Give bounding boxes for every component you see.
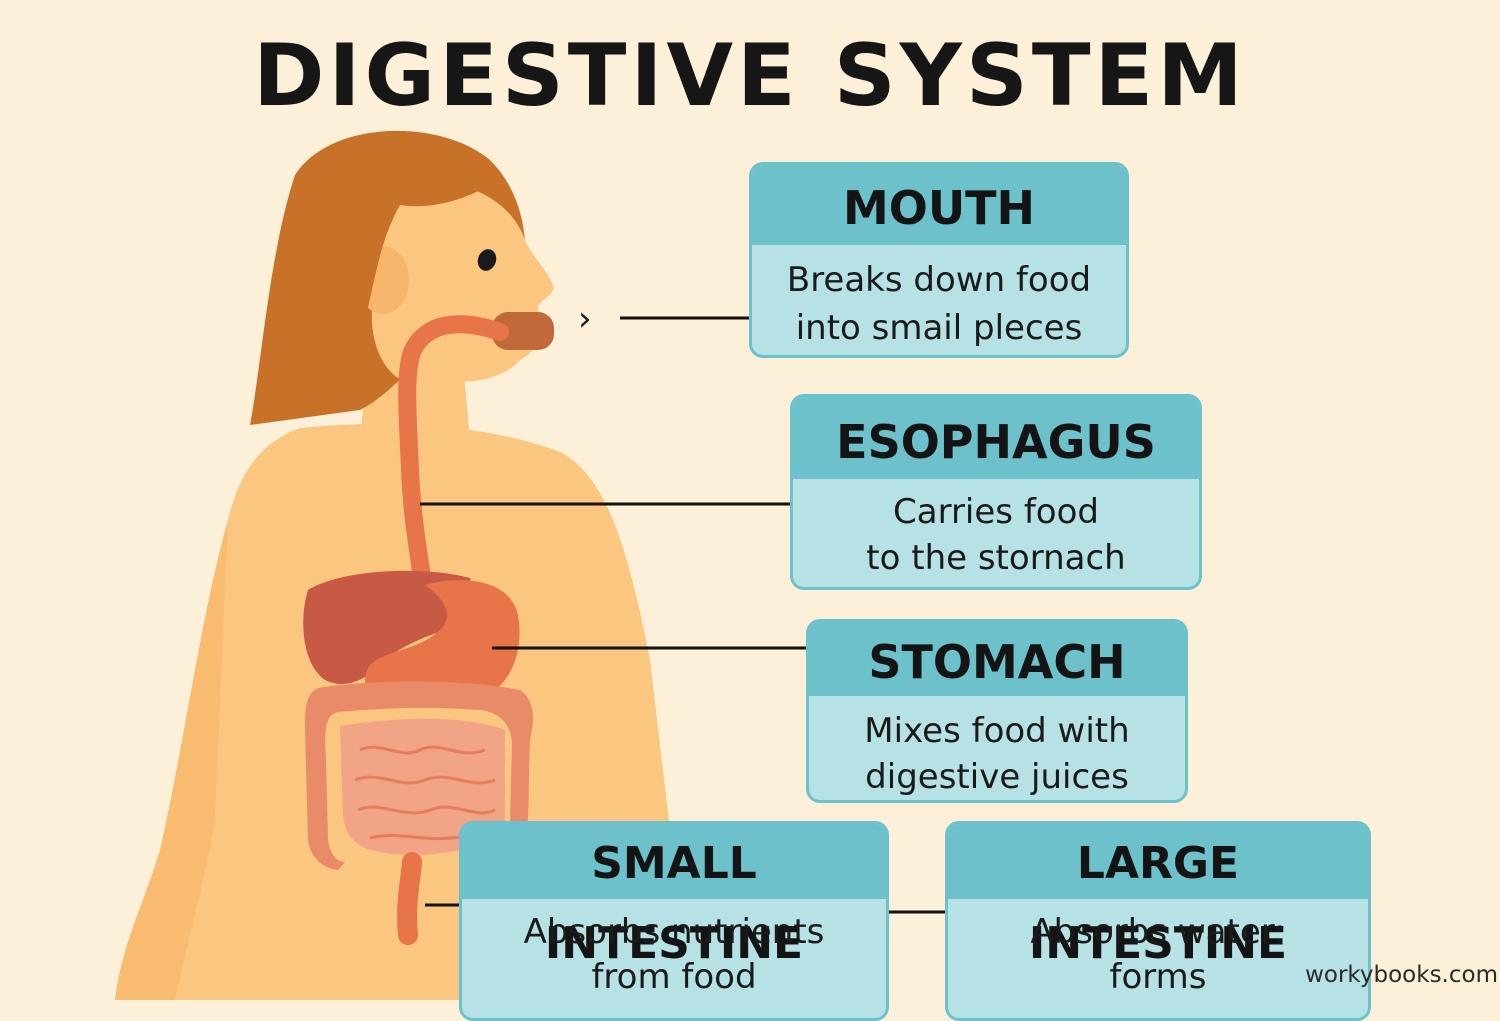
arm <box>115 520 228 1000</box>
large-intestine-heading: LARGE INTESTINE <box>948 824 1368 969</box>
mouth-card: MOUTH Breaks down food into smail pleces <box>749 162 1129 358</box>
large-intestine-card: LARGE INTESTINE Absorbs water: forms <box>945 821 1371 1021</box>
mouth-heading: MOUTH <box>752 165 1126 245</box>
watermark: workybooks.com <box>1305 962 1498 988</box>
rectum <box>397 852 422 945</box>
page-title: DIGESTIVE SYSTEM <box>253 26 1247 126</box>
small-intestine-description: Absorbs nutrients from food <box>523 912 825 997</box>
small-intestine-heading: SMALL INTESTINE <box>462 824 886 969</box>
eye <box>477 249 497 271</box>
mouth-description: Breaks down food into smail pleces <box>786 260 1092 348</box>
large-intestine-description: Absorbs water: forms <box>1030 912 1286 997</box>
liver <box>303 570 473 685</box>
stomach-organ <box>365 580 520 702</box>
esophagus-tube <box>398 315 509 594</box>
small-intestine-card: SMALL INTESTINE Absorbs nutrients from f… <box>459 821 889 1021</box>
esophagus-heading: ESOPHAGUS <box>793 397 1199 479</box>
mouth-pointer-icon: › <box>578 299 592 339</box>
mouth-shape <box>492 312 554 350</box>
stomach-card: STOMACH Mixes food with digestive juices <box>806 619 1188 803</box>
esophagus-description: Carries food to the stornach <box>866 492 1126 578</box>
esophagus-card: ESOPHAGUS Carries food to the stornach <box>790 394 1202 590</box>
stomach-description: Mixes food with digestive juices <box>864 711 1130 797</box>
stomach-heading: STOMACH <box>809 622 1185 696</box>
